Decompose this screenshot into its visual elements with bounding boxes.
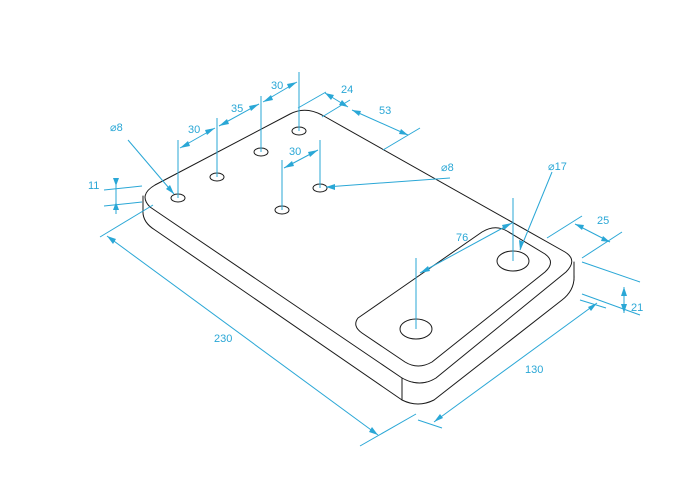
pad-outline (355, 227, 551, 367)
dim-pocket-width-label: 76 (456, 232, 468, 244)
dim-hole-spacing-a-label: 30 (188, 124, 200, 136)
holes (170, 126, 530, 340)
dim-small-hole-dia-left-label: ⌀8 (110, 122, 123, 134)
dim-pocket-depth-label: 21 (631, 302, 643, 314)
dim-edge-offset-b-label: 53 (379, 105, 391, 117)
dim-hole-spacing-d-label: 30 (289, 146, 301, 158)
arrowheads (107, 82, 627, 435)
dim-large-hole-dia-label: ⌀17 (548, 161, 567, 173)
plate-body (142, 109, 575, 405)
dim-thickness-label: 11 (88, 180, 99, 192)
dim-length-label: 230 (214, 333, 232, 345)
dim-width-label: 130 (525, 364, 543, 376)
plate-top-face (144, 109, 573, 384)
raised-pad (355, 227, 551, 367)
dim-pocket-offset-label: 25 (597, 215, 609, 227)
dim-small-hole-dia-right-label: ⌀8 (441, 162, 454, 174)
dim-edge-offset-a-label: 24 (341, 84, 353, 96)
dim-hole-spacing-c-label: 30 (271, 80, 283, 92)
dimension-lines (99, 72, 641, 447)
dim-hole-spacing-b-label: 35 (231, 103, 243, 115)
plate-side-left (142, 195, 575, 405)
dimension-labels: 230 130 11 21 25 76 30 35 30 30 24 53 ⌀8… (88, 80, 643, 376)
